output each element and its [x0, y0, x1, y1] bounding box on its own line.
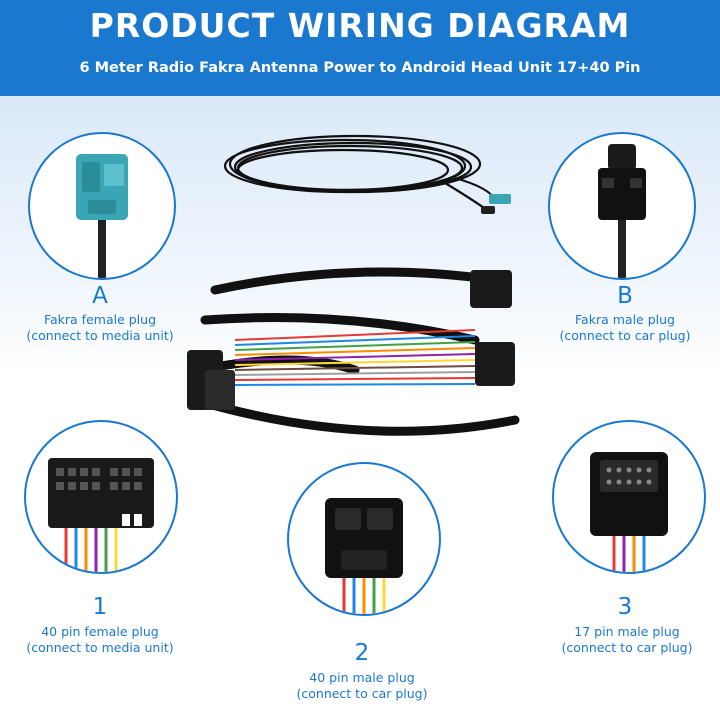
label-a-line1: Fakra female plug	[43, 312, 157, 327]
label-a-letter: A	[92, 283, 108, 309]
label-3-description: 17 pin male plug (connect to car plug)	[527, 624, 720, 656]
fakra-female-plug-icon	[76, 154, 128, 278]
plug-circle-2	[287, 462, 441, 616]
label-b-letter: B	[617, 283, 633, 309]
label-b-line1: Fakra male plug	[575, 312, 675, 327]
40-pin-female-plug-icon	[48, 458, 154, 572]
label-1-line2: (connect to media unit)	[26, 640, 174, 655]
label-b-description: Fakra male plug (connect to car plug)	[525, 312, 720, 344]
label-a-description: Fakra female plug (connect to media unit…	[0, 312, 200, 344]
page-title: PRODUCT WIRING DIAGRAM	[89, 6, 631, 45]
40-pin-male-plug-icon	[325, 498, 403, 614]
plug-circle-3	[552, 420, 706, 574]
label-3-line1: 17 pin male plug	[574, 624, 680, 639]
wire-harness-icon	[187, 267, 520, 436]
label-1-description: 40 pin female plug (connect to media uni…	[0, 624, 200, 656]
label-b-line2: (connect to car plug)	[559, 328, 691, 343]
label-2-line2: (connect to car plug)	[296, 686, 428, 701]
label-3-line2: (connect to car plug)	[561, 640, 693, 655]
17-pin-male-plug-icon	[590, 452, 668, 572]
plug-circle-a	[28, 132, 176, 280]
label-1-line1: 40 pin female plug	[41, 624, 159, 639]
label-2-number: 2	[354, 640, 370, 666]
label-2-line1: 40 pin male plug	[309, 670, 415, 685]
label-a-line2: (connect to media unit)	[26, 328, 174, 343]
label-1-number: 1	[92, 594, 108, 620]
cable-coil-icon	[223, 134, 511, 214]
label-2-description: 40 pin male plug (connect to car plug)	[262, 670, 462, 702]
page-subtitle: 6 Meter Radio Fakra Antenna Power to And…	[79, 60, 641, 76]
label-3-number: 3	[617, 594, 633, 620]
plug-circle-1	[24, 420, 178, 574]
header-banner: PRODUCT WIRING DIAGRAM 6 Meter Radio Fak…	[0, 0, 720, 96]
fakra-male-plug-icon	[598, 144, 646, 278]
plug-circle-b	[548, 132, 696, 280]
